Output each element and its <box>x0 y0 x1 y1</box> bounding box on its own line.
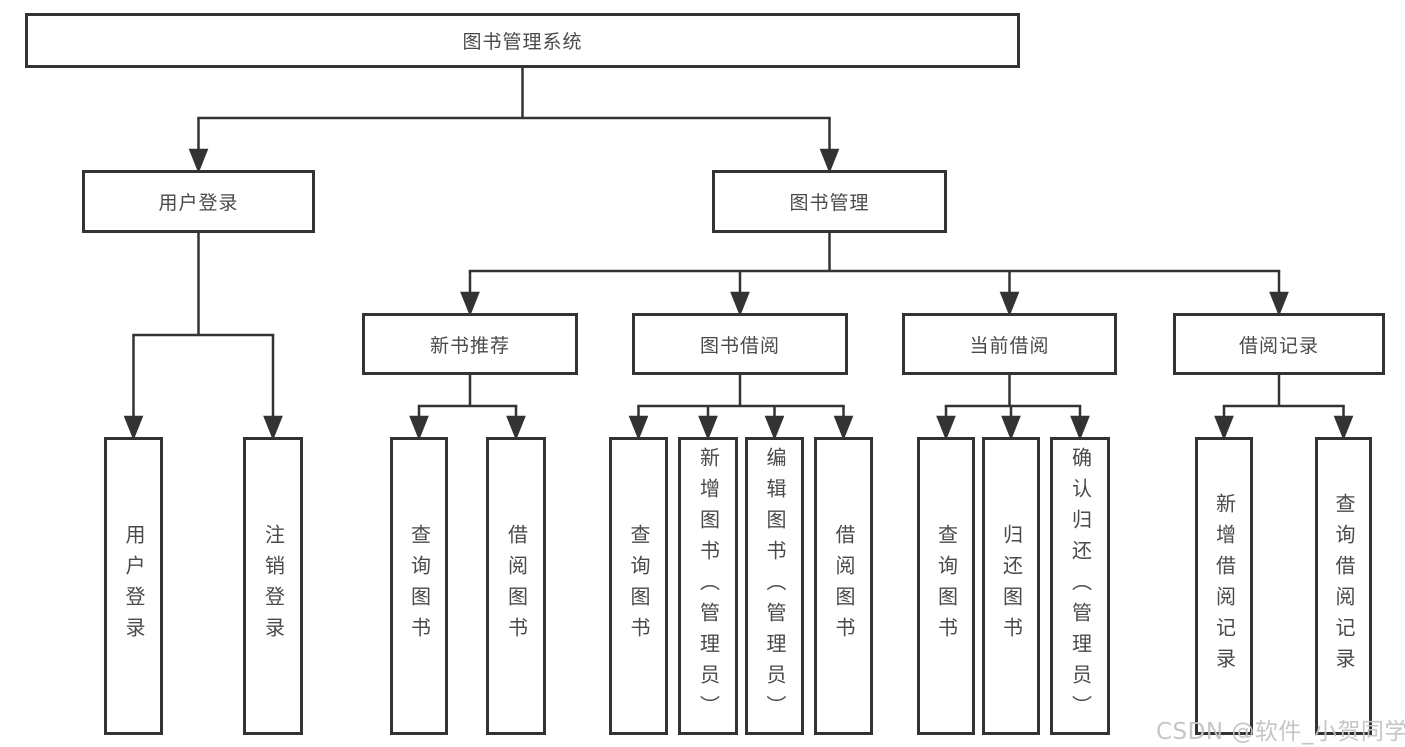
leaf-edit-book-admin: 编辑图书（管理员） <box>745 437 804 735</box>
node-label: 查询借阅记录 <box>1332 493 1356 679</box>
node-label: 确认归还（管理员） <box>1068 446 1093 726</box>
node-label: 图书借阅 <box>699 334 780 357</box>
node-label: 借阅记录 <box>1238 334 1319 357</box>
node-new-book-recommend: 新书推荐 <box>362 313 578 375</box>
leaf-add-borrow-record: 新增借阅记录 <box>1195 437 1253 735</box>
leaf-borrow-books: 借阅图书 <box>814 437 873 735</box>
connector-user-login-children <box>123 233 283 441</box>
node-book-management: 图书管理 <box>712 170 947 233</box>
node-label: 用户登录 <box>158 192 239 214</box>
node-label: 借阅图书 <box>832 524 856 648</box>
node-label: 当前借阅 <box>969 334 1050 357</box>
node-user-login: 用户登录 <box>82 170 315 233</box>
node-label: 查询图书 <box>934 524 959 648</box>
node-current-borrow: 当前借阅 <box>902 313 1117 375</box>
node-label: 图书管理系统 <box>462 31 583 53</box>
leaf-query-borrow-record: 查询借阅记录 <box>1315 437 1372 735</box>
node-library-management-system: 图书管理系统 <box>25 13 1020 68</box>
node-label: 注销登录 <box>261 524 286 648</box>
leaf-confirm-return-admin: 确认归还（管理员） <box>1050 437 1110 735</box>
connector-new-book-recommend-children <box>409 375 526 441</box>
leaf-query-books-current: 查询图书 <box>917 437 975 735</box>
node-label: 借阅图书 <box>504 524 529 648</box>
node-label: 编辑图书（管理员） <box>763 446 787 726</box>
node-label: 新增图书（管理员） <box>696 446 721 726</box>
node-label: 新增借阅记录 <box>1212 493 1237 679</box>
leaf-query-books-recommend: 查询图书 <box>390 437 448 735</box>
leaf-user-login: 用户登录 <box>104 437 163 735</box>
node-label: 查询图书 <box>407 524 432 648</box>
leaf-query-books-borrow: 查询图书 <box>609 437 668 735</box>
connector-book-management-children <box>460 233 1289 317</box>
node-label: 新书推荐 <box>429 334 510 357</box>
node-label: 用户登录 <box>122 524 146 648</box>
csdn-watermark: CSDN @软件_小贺同学 <box>1156 719 1405 745</box>
leaf-borrow-books-recommend: 借阅图书 <box>486 437 546 735</box>
leaf-logout: 注销登录 <box>243 437 303 735</box>
node-borrow-records: 借阅记录 <box>1173 313 1385 375</box>
node-label: 图书管理 <box>789 192 870 214</box>
node-label: 归还图书 <box>999 524 1024 648</box>
connector-book-borrow-children <box>628 375 854 441</box>
connector-borrow-records-children <box>1214 375 1354 441</box>
node-label: 查询图书 <box>627 524 651 648</box>
connector-root-to-level2 <box>188 68 840 174</box>
leaf-add-book-admin: 新增图书（管理员） <box>678 437 738 735</box>
node-book-borrow: 图书借阅 <box>632 313 848 375</box>
leaf-return-books: 归还图书 <box>982 437 1040 735</box>
connector-current-borrow-children <box>936 375 1090 441</box>
